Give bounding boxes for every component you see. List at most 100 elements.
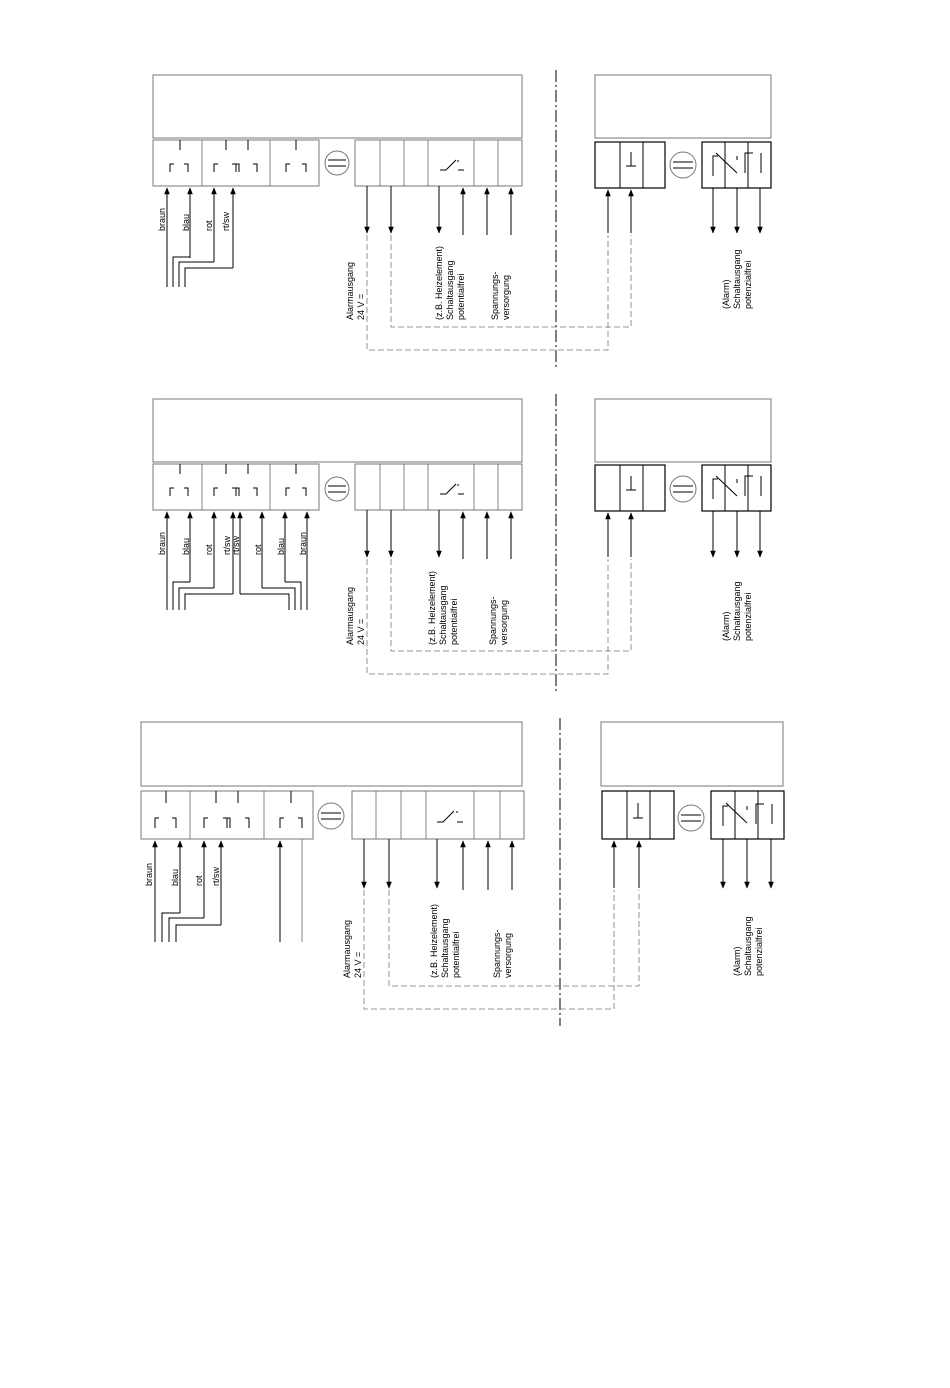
label-text: 24 V =: [353, 952, 363, 978]
screw-icon: [677, 804, 705, 832]
remote-input-block: [594, 141, 666, 189]
sensor-terminal-block: [152, 463, 320, 511]
remote-input-block: [594, 464, 666, 512]
wire-line: [184, 267, 233, 287]
wire-label: rt/sw: [231, 536, 241, 555]
wire-line: [213, 163, 258, 172]
wire-line: [285, 581, 302, 610]
wire-label: braun: [157, 208, 167, 231]
supply-label: Spannungs-: [488, 596, 498, 645]
sensor-terminal-block: [152, 139, 320, 187]
wire-label: rot: [204, 220, 214, 231]
wire-label: blau: [170, 869, 180, 886]
screw-icon: [317, 802, 345, 830]
label-text: Schaltausgang: [445, 260, 455, 320]
label-text: potentialfrei: [456, 273, 466, 320]
label-text: potenzialfrei: [743, 592, 753, 641]
label-text: potentialfrei: [451, 931, 461, 978]
wire-line: [169, 487, 189, 496]
wire-line: [169, 163, 189, 172]
dashed-connection: [388, 890, 640, 987]
wire-line: [240, 593, 290, 610]
wire-label: rot: [253, 544, 263, 555]
dashed-connection: [366, 559, 609, 675]
wire-label: blau: [181, 538, 191, 555]
label-text: potenzialfrei: [754, 927, 764, 976]
wire-label: braun: [144, 863, 154, 886]
label-text: potenzialfrei: [743, 260, 753, 309]
wire-line: [437, 810, 463, 823]
dashed-connection: [390, 235, 632, 328]
wire-label: rot: [204, 544, 214, 555]
wire-line: [285, 487, 307, 496]
remote-unit-housing: [600, 721, 784, 787]
alarm-output-label: Alarmausgang: [345, 587, 355, 645]
remote-unit-housing: [594, 74, 772, 139]
wire-line: [175, 924, 221, 942]
label-text: Schaltausgang: [743, 916, 753, 976]
label-text: versorgung: [503, 933, 513, 978]
wire-label: blau: [181, 214, 191, 231]
wire-line: [203, 817, 250, 828]
wire-line: [626, 476, 636, 491]
label-text: potentialfrei: [449, 598, 459, 645]
wire-label: rt/sw: [211, 867, 221, 886]
wire-line: [172, 581, 190, 610]
wire-line: [712, 475, 762, 499]
dashed-connection: [390, 559, 632, 652]
diagram-1: braun blau rot rt/sw Alarmausgang 24 V =…: [152, 70, 772, 368]
diagram-3: braun blau rot rt/sw Alarmausgang 24 V =…: [140, 718, 785, 1026]
wire-line: [262, 587, 296, 610]
wire-line: [285, 163, 307, 172]
wire-line: [178, 261, 214, 287]
switch-output-label: (z.B. Heizelement): [429, 904, 439, 978]
label-text: 24 V =: [356, 619, 366, 645]
wire-line: [722, 802, 773, 826]
wire-label: braun: [157, 532, 167, 555]
supply-label: Spannungs-: [492, 929, 502, 978]
label-text: versorgung: [499, 600, 509, 645]
alarm-output-label: Alarmausgang: [342, 920, 352, 978]
wire-line: [712, 152, 762, 176]
wire-line: [154, 817, 177, 828]
dashed-connection: [363, 890, 615, 1010]
switch-output-label: (z.B. Heizelement): [427, 571, 437, 645]
wire-line: [440, 483, 464, 495]
label-text: Schaltausgang: [732, 249, 742, 309]
wire-line: [172, 256, 190, 287]
screw-icon: [324, 150, 350, 176]
wire-line: [626, 152, 636, 167]
wire-line: [168, 917, 204, 942]
remote-input-block: [601, 790, 675, 840]
screw-icon: [669, 151, 697, 179]
switch-output-label: (z.B. Heizelement): [434, 246, 444, 320]
output-terminal-block: [351, 790, 525, 840]
main-unit-housing: [152, 74, 523, 139]
label-text: versorgung: [501, 275, 511, 320]
label-text: Schaltausgang: [732, 581, 742, 641]
label-text: 24 V =: [356, 294, 366, 320]
main-unit-housing: [140, 721, 523, 787]
screw-icon: [669, 475, 697, 503]
remote-output-label: (Alarm): [732, 947, 742, 977]
wire-line: [161, 912, 180, 942]
label-text: Schaltausgang: [438, 585, 448, 645]
wire-line: [279, 817, 303, 828]
wire-line: [633, 803, 643, 819]
alarm-output-label: Alarmausgang: [345, 262, 355, 320]
diagram-2: braun blau rot rt/sw rt/sw rot blau brau…: [152, 394, 772, 692]
remote-output-label: (Alarm): [721, 280, 731, 310]
remote-output-label: (Alarm): [721, 612, 731, 642]
wire-label: blau: [276, 538, 286, 555]
remote-relay-block: [710, 790, 785, 840]
wire-label: rt/sw: [222, 536, 232, 555]
wire-line: [178, 587, 214, 610]
supply-label: Spannungs-: [490, 271, 500, 320]
dashed-connection: [366, 235, 609, 351]
wire-line: [213, 487, 258, 496]
wire-label: rot: [194, 875, 204, 886]
label-text: Schaltausgang: [440, 918, 450, 978]
wire-line: [440, 159, 464, 171]
wire-line: [184, 593, 233, 610]
